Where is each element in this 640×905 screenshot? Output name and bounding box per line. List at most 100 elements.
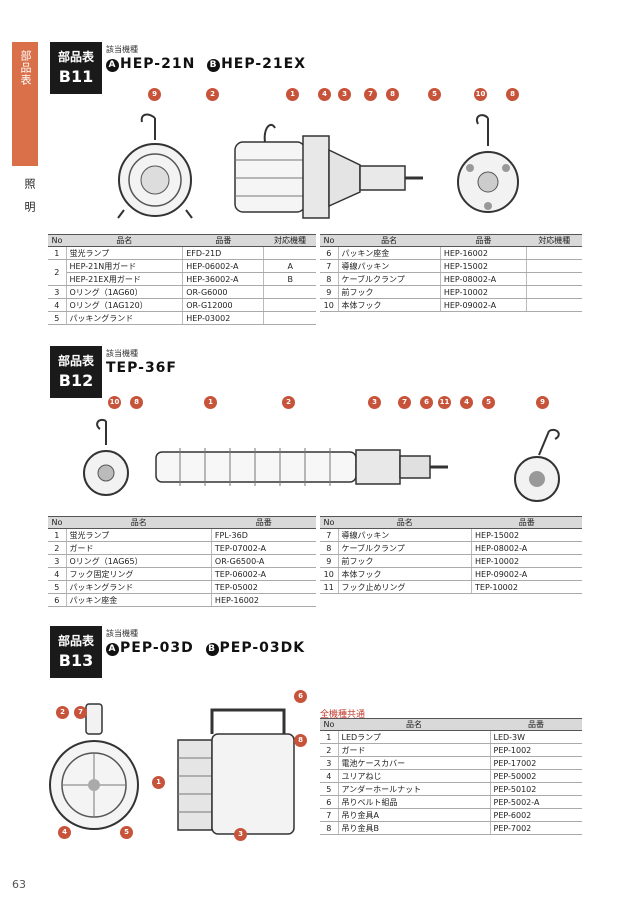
table-cell: [526, 272, 582, 286]
b13-side-view-drawing: [177, 708, 295, 835]
table-cell: ケーブルクランプ: [338, 272, 441, 286]
table-cell: 9: [320, 285, 339, 299]
table-cell: FPL-36D: [210, 528, 316, 542]
table-cell: HEP-36002-A: [182, 272, 264, 286]
table-cell: 9: [320, 554, 339, 568]
table-cell: [263, 298, 316, 312]
table-cell: B: [263, 272, 316, 286]
col-header-name: 品名: [66, 516, 212, 529]
table-cell: 2: [48, 541, 67, 555]
b11-badge-label: 部品表: [57, 50, 94, 64]
col-header-part: 品番: [490, 718, 582, 731]
table-cell: HEP-21EX用ガード: [66, 272, 183, 286]
b12-callout: 3: [368, 396, 381, 409]
table-cell: 4: [320, 769, 339, 783]
table-cell: HEP-08002-A: [471, 541, 582, 555]
b11-callout: 7: [364, 88, 377, 101]
table-cell: HEP-03002: [182, 311, 264, 325]
table-cell: 電池ケースカバー: [338, 756, 490, 770]
table-cell: 2: [48, 259, 67, 286]
table-cell: PEP-50102: [489, 782, 582, 796]
table-cell: アンダーホールナット: [338, 782, 490, 796]
table-cell: OR-G6500-A: [210, 554, 316, 568]
table-cell: 吊り金具B: [338, 821, 490, 835]
table-cell: OR-G12000: [182, 298, 264, 312]
table-cell: HEP-15002: [439, 259, 527, 273]
table-cell: OR-G6000: [182, 285, 264, 299]
b11-callout: 10: [474, 88, 487, 101]
b13-callout: 3: [234, 828, 247, 841]
table-cell: パッキン座金: [66, 593, 212, 607]
b11-callout: 1: [286, 88, 299, 101]
table-cell: 3: [320, 756, 339, 770]
b11-callout: 4: [318, 88, 331, 101]
b11-side-view-drawing: [234, 123, 423, 219]
col-header-no: No: [320, 516, 338, 529]
table-cell: 5: [320, 782, 339, 796]
b13-applicable-label: 該当機種: [106, 629, 138, 638]
table-cell: 1: [48, 528, 67, 542]
b12-title: 該当機種 TEP-36F: [106, 348, 177, 376]
b12-rear-view-drawing: [514, 429, 560, 502]
table-cell: PEP-1002: [489, 743, 582, 757]
table-cell: HEP-15002: [471, 528, 582, 542]
col-header-model: 対応機種: [263, 234, 316, 247]
table-cell: A: [263, 259, 316, 273]
table-cell: 3: [48, 554, 67, 568]
table-cell: PEP-17002: [489, 756, 582, 770]
b12-side-view-drawing: [155, 448, 448, 486]
b11-applicable-label: 該当機種: [106, 45, 138, 54]
side-category-label: 照明: [23, 178, 36, 224]
b13-callout: 4: [58, 826, 71, 839]
b12-callout: 9: [536, 396, 549, 409]
b12-callout: 10: [108, 396, 121, 409]
col-header-no: No: [320, 234, 338, 247]
table-cell: 8: [320, 272, 339, 286]
model-b-marker: B: [205, 643, 219, 656]
common-group-label: 全機種共通: [320, 710, 366, 720]
b11-badge-code: B11: [58, 67, 94, 86]
table-cell: Oリング（1AG120）: [66, 298, 183, 312]
table-cell: HEP-09002-A: [471, 567, 582, 581]
b13-callout: 5: [120, 826, 133, 839]
b13-badge-label: 部品表: [57, 634, 94, 648]
table-cell: [526, 298, 582, 312]
b11-front-view-drawing: [117, 113, 193, 219]
table-cell: LEDランプ: [338, 730, 490, 744]
col-header-part: 品番: [182, 234, 264, 247]
table-cell: パッキングランド: [66, 580, 212, 594]
table-cell: 8: [320, 541, 339, 555]
b12-badge-label: 部品表: [57, 354, 94, 368]
model-b-marker: B: [207, 59, 221, 72]
table-cell: PEP-50002: [489, 769, 582, 783]
table-cell: 3: [48, 285, 67, 299]
b12-callout: 11: [438, 396, 451, 409]
col-header-part: 品番: [440, 234, 527, 247]
b13-badge-code: B13: [58, 651, 94, 670]
b11-model-b: HEP-21EX: [221, 56, 307, 72]
table-cell: [526, 246, 582, 260]
col-header-name: 品名: [338, 516, 472, 529]
table-cell: LED-3W: [489, 730, 582, 744]
b11-model-a: HEP-21N: [120, 56, 196, 72]
b13-callout: 2: [56, 706, 69, 719]
table-cell: 6: [320, 795, 339, 809]
b12-callout: 4: [460, 396, 473, 409]
table-cell: 蛍光ランプ: [66, 528, 212, 542]
